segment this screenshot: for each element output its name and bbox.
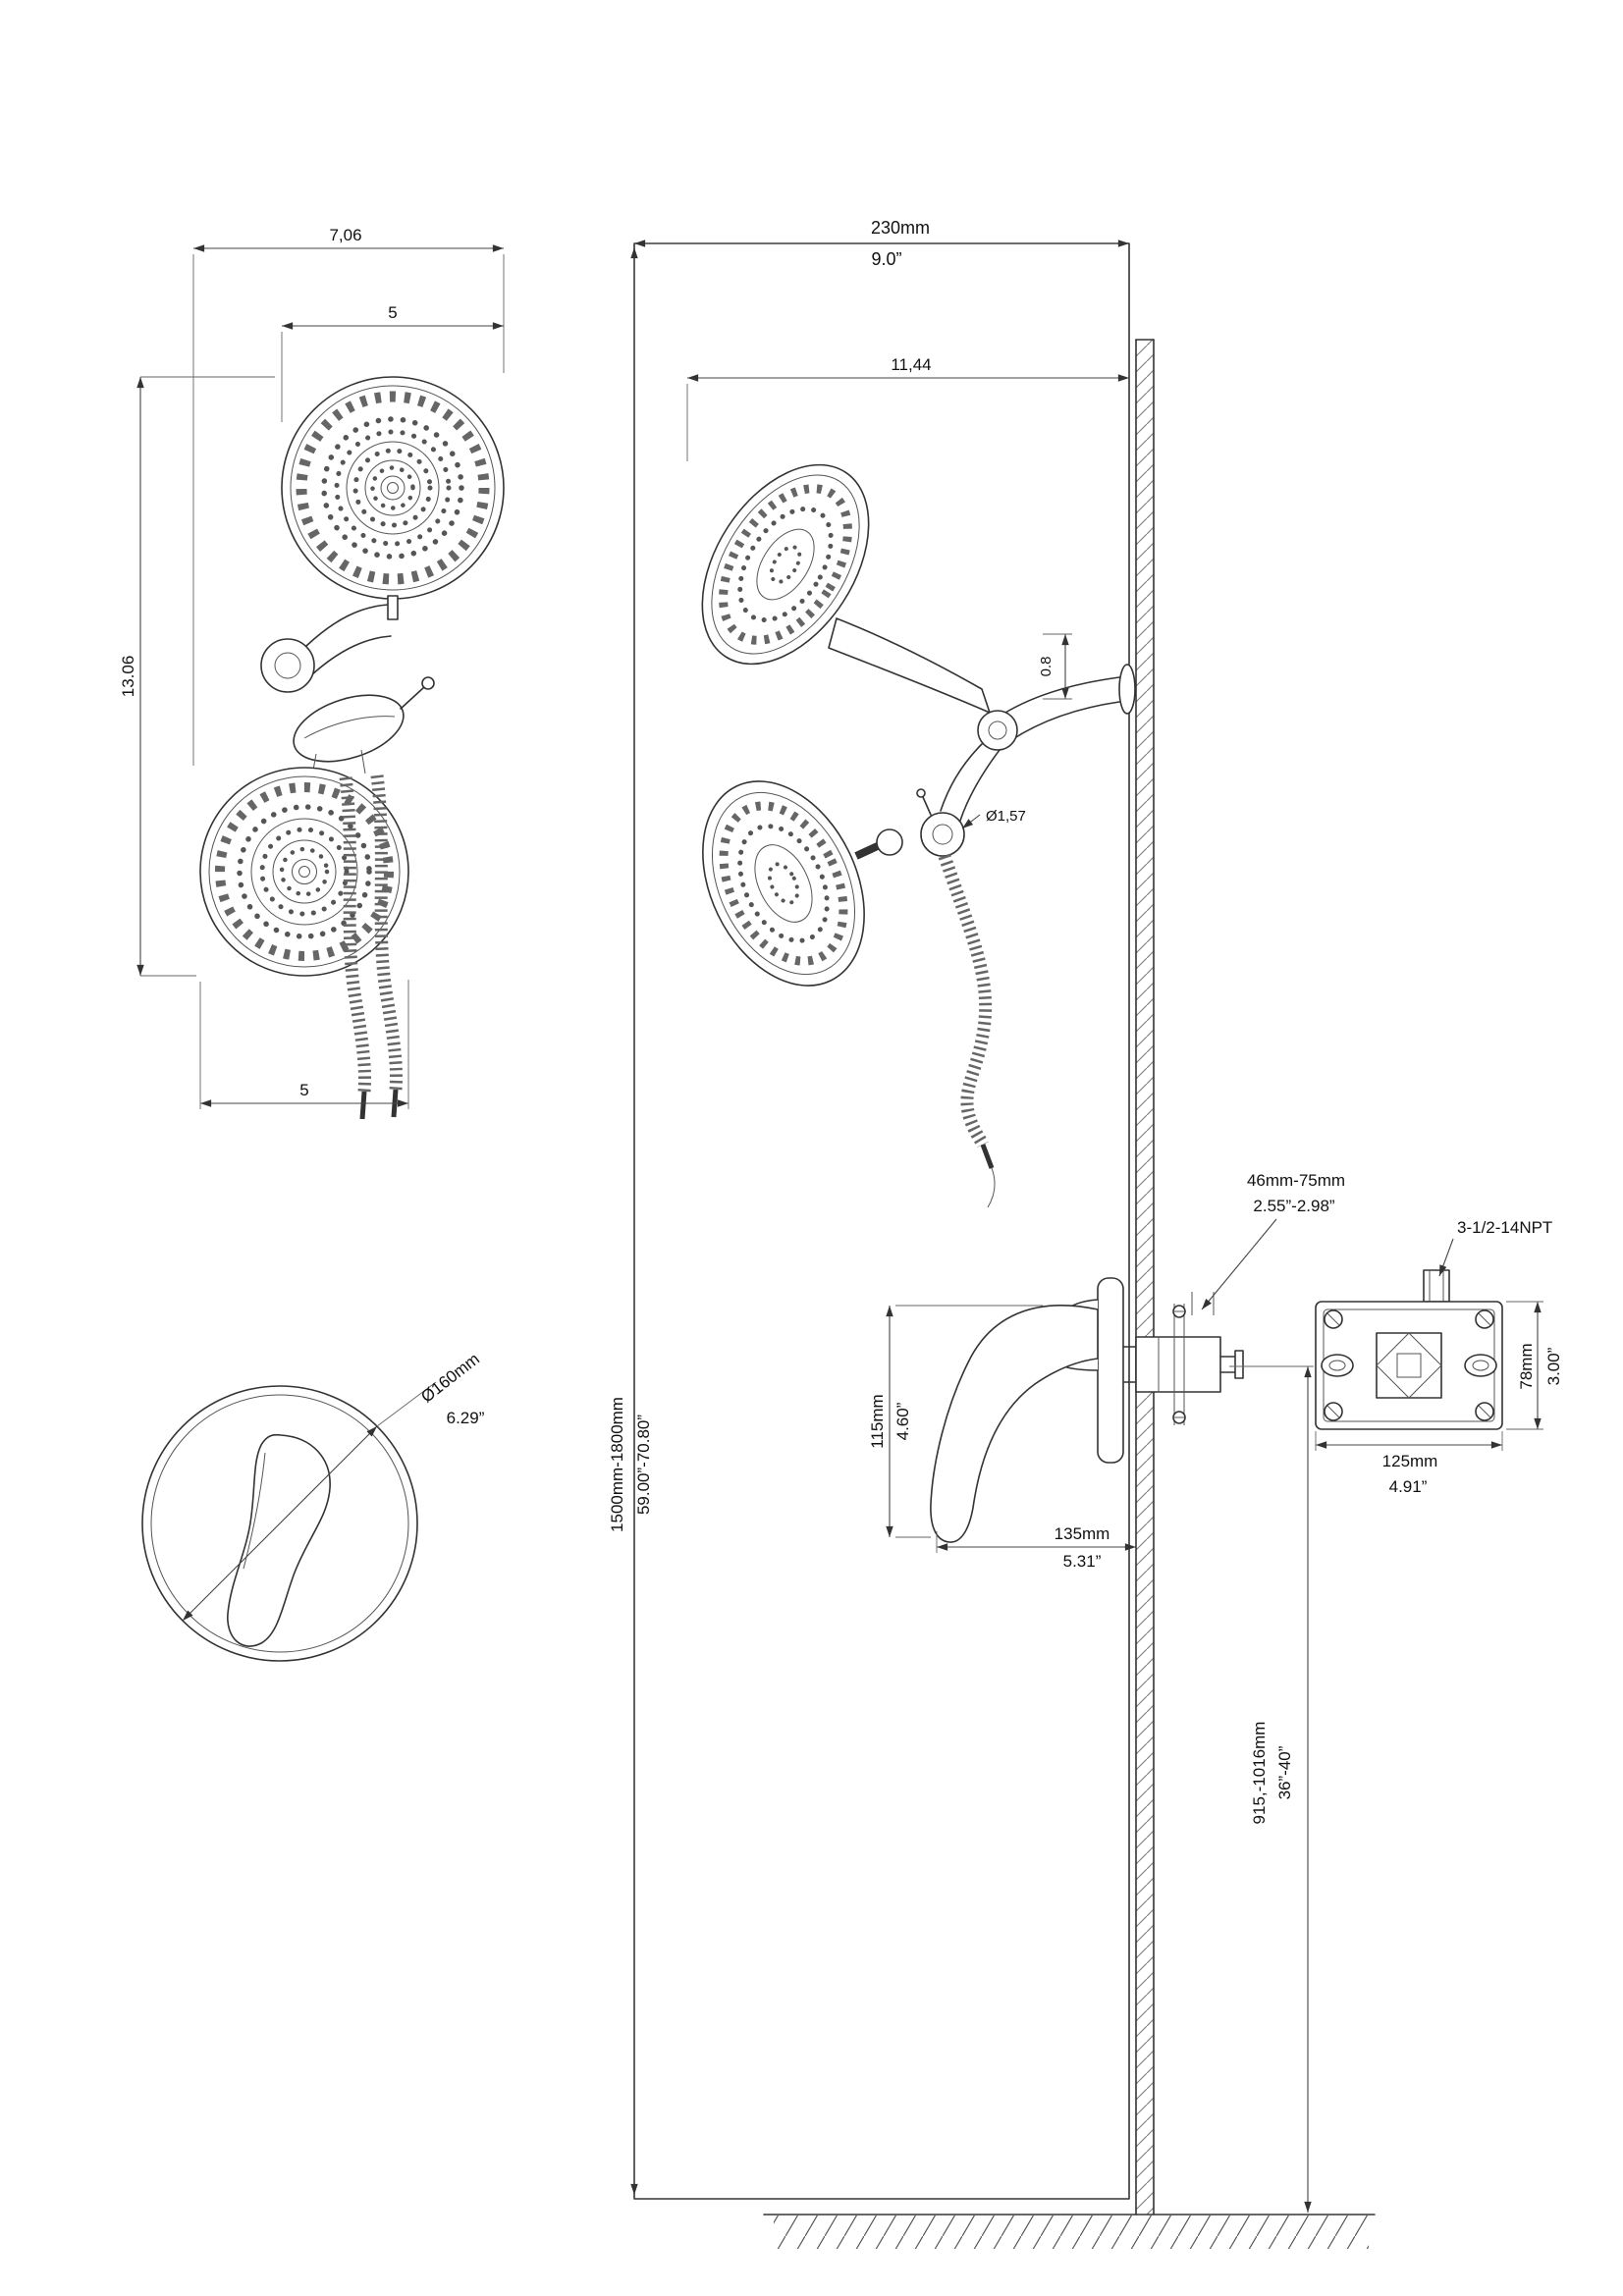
dim-connector-diameter: Ø1,57 — [961, 808, 1026, 829]
rough-in-valve-view — [1315, 1269, 1503, 1430]
dim-front-head-width: 5 — [281, 303, 504, 422]
dim-label-front-lower-head-width: 5 — [299, 1081, 308, 1099]
dim-label-rough-in-height-in: 3.00” — [1544, 1347, 1563, 1385]
dim-label-front-overall-width: 7,06 — [329, 226, 361, 244]
escutcheon-plate — [1097, 1277, 1124, 1464]
dim-thread-spec: 3-1/2-14NPT — [1438, 1218, 1552, 1277]
front-arm-elbow — [260, 638, 315, 693]
dim-label-handle-height-in: 4.60” — [893, 1402, 912, 1440]
valve-side-view — [930, 1277, 1244, 1543]
holder-knob — [977, 710, 1018, 751]
dim-label-handle-depth-in: 5.31” — [1063, 1552, 1102, 1571]
dim-wall-depth: 46mm-75mm 2.55”-2.98” — [1201, 1171, 1345, 1310]
dim-front-lower-head-width: 5 — [199, 980, 409, 1109]
dim-label-panel-width-in: 9.0” — [871, 249, 901, 269]
front-diverter — [293, 694, 405, 763]
dim-label-connector-diameter: Ø1,57 — [986, 808, 1026, 825]
front-lower-shower-head — [199, 767, 409, 977]
ball-joint — [876, 828, 903, 856]
dim-front-overall-width: 7,06 — [192, 226, 505, 766]
dim-label-front-overall-height: 13.06 — [119, 656, 137, 698]
main-view-shower-assembly — [701, 463, 1136, 1208]
dim-label-rough-in-width-mm: 125mm — [1382, 1452, 1438, 1470]
dim-rough-in-width: 125mm 4.91” — [1315, 1431, 1503, 1496]
dim-label-mixer-diameter-mm: Ø160mm — [417, 1350, 483, 1407]
dim-label-valve-height-mm: 915,-1016mm — [1250, 1722, 1269, 1825]
dim-label-rough-in-width-in: 4.91” — [1389, 1477, 1428, 1496]
dim-label-wall-depth-mm: 46mm-75mm — [1247, 1171, 1345, 1190]
dim-label-thread-spec: 3-1/2-14NPT — [1457, 1218, 1552, 1237]
handheld-handle — [828, 617, 991, 714]
dim-label-panel-width-mm: 230mm — [871, 218, 930, 238]
dim-valve-install-height: 915,-1016mm 36”-40” — [1229, 1365, 1314, 2213]
front-top-shower-head — [281, 376, 505, 620]
dim-label-handle-depth-mm: 135mm — [1055, 1524, 1110, 1543]
dim-label-front-head-width: 5 — [388, 303, 397, 322]
arm-wall-flange — [1118, 664, 1136, 715]
front-hose-left — [339, 776, 372, 1093]
dim-label-install-height-in: 59.00”-70.80” — [634, 1415, 653, 1515]
dim-arm-offset: 0.8 — [1038, 633, 1072, 700]
dim-label-valve-height-in: 36”-40” — [1275, 1745, 1294, 1799]
dim-label-arm-offset: 0.8 — [1038, 657, 1055, 677]
dim-label-handle-height-mm: 115mm — [868, 1394, 887, 1448]
dim-rough-in-height: 78mm 3.00” — [1506, 1301, 1563, 1430]
valve-handle-lever — [930, 1305, 1099, 1543]
shower-panel-outline — [633, 242, 1130, 2200]
dim-label-rough-in-height-mm: 78mm — [1517, 1343, 1536, 1389]
wall-section — [1135, 339, 1155, 2216]
front-view-assembly — [199, 376, 505, 1120]
dim-front-overall-height: 13.06 — [119, 376, 275, 977]
dim-handle-depth: 135mm 5.31” — [936, 1524, 1136, 1571]
fixed-shower-head — [702, 780, 865, 987]
handheld-shower-head — [701, 463, 870, 666]
dim-handle-height: 115mm 4.60” — [868, 1305, 1043, 1538]
dim-mixer-diameter: Ø160mm 6.29” — [182, 1350, 485, 1622]
valve-center-port — [1376, 1332, 1442, 1399]
diverter-knob — [920, 812, 965, 857]
dim-head-to-wall: 11,44 — [686, 355, 1129, 461]
dim-label-mixer-diameter-in: 6.29” — [447, 1409, 485, 1427]
ground-hatch — [763, 2214, 1376, 2249]
dim-label-wall-depth-in: 2.55”-2.98” — [1253, 1197, 1334, 1215]
npt-port — [1423, 1269, 1450, 1303]
dim-label-head-to-wall: 11,44 — [891, 355, 931, 374]
dim-label-install-height-mm: 1500mm-1800mm — [608, 1397, 626, 1532]
dim-install-height: 1500mm-1800mm 59.00”-70.80” — [608, 246, 653, 2195]
dim-panel-width: 230mm 9.0” — [634, 218, 1129, 269]
valve-body — [1135, 1336, 1221, 1393]
shower-hose — [938, 853, 993, 1148]
front-hose-right — [370, 774, 404, 1091]
mixer-lever — [227, 1433, 331, 1647]
